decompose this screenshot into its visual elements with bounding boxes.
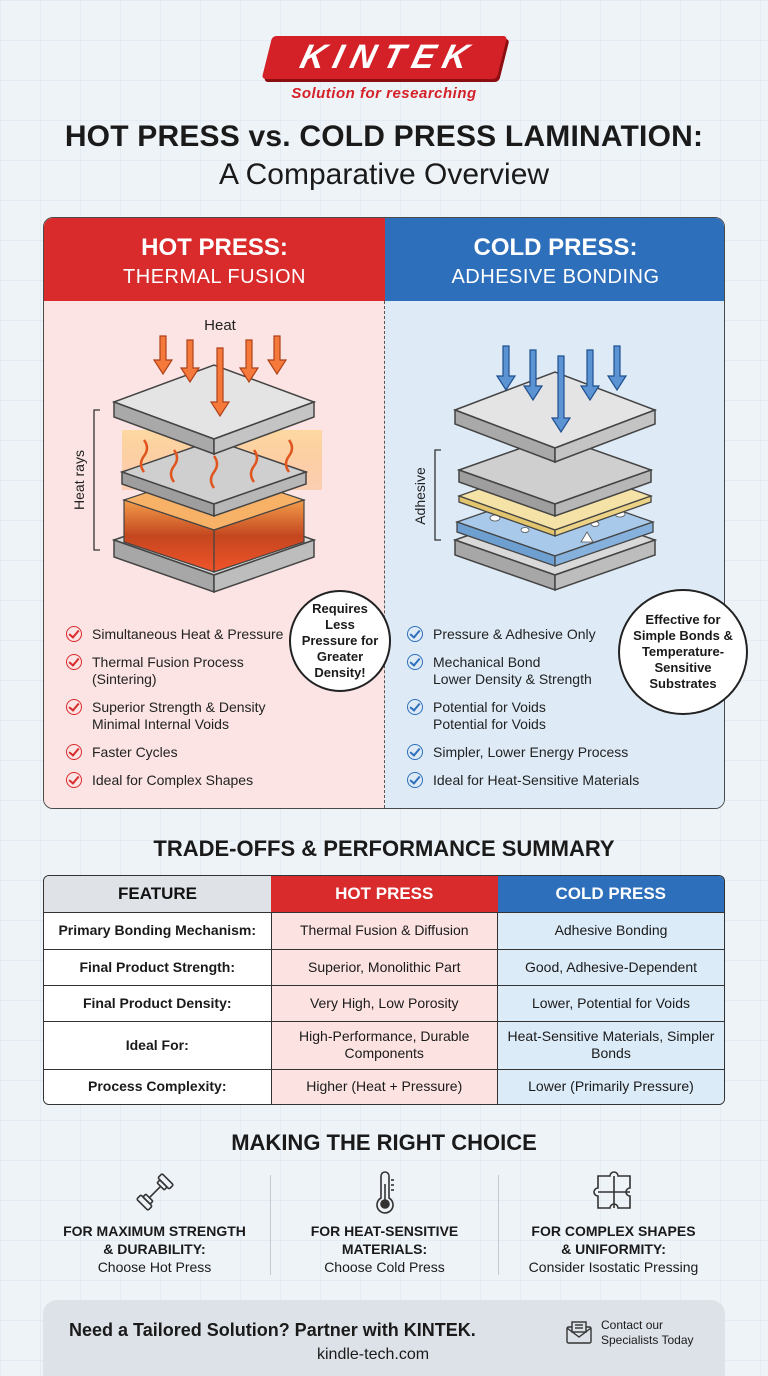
hot-press-heading: HOT PRESS: xyxy=(141,234,288,261)
hot-press-header: HOT PRESS: THERMAL FUSION xyxy=(44,218,385,301)
check-icon xyxy=(407,772,423,788)
choice-divider xyxy=(270,1175,271,1275)
cold-press-points: Pressure & Adhesive Only Mechanical Bond… xyxy=(407,626,716,800)
cold-point: Ideal for Heat-Sensitive Materials xyxy=(407,772,716,789)
cold-press-cell: Adhesive Bonding xyxy=(497,911,724,949)
column-divider xyxy=(384,301,385,808)
tradeoffs-table: FEATURE HOT PRESS COLD PRESS Primary Bon… xyxy=(43,875,725,1105)
feature-cell: Final Product Density: xyxy=(44,984,271,1021)
cold-press-cell: Lower (Primarily Pressure) xyxy=(497,1068,724,1104)
hot-press-cell: Higher (Heat + Pressure) xyxy=(270,1068,498,1104)
hot-point: Thermal Fusion Process(Sintering) xyxy=(66,654,375,688)
feature-cell: Final Product Strength: xyxy=(44,948,271,985)
choice-complex-shapes: FOR COMPLEX SHAPES& UNIFORMITY: Consider… xyxy=(499,1170,728,1280)
heat-label: Heat xyxy=(204,317,237,334)
hot-press-column: HOT PRESS: THERMAL FUSION Heat xyxy=(44,218,385,808)
adhesive-label: Adhesive xyxy=(412,467,428,525)
hot-press-cell: Thermal Fusion & Diffusion xyxy=(270,911,498,949)
choice-title: MAKING THE RIGHT CHOICE xyxy=(231,1130,537,1155)
table-row: Ideal For: High-Performance, Durable Com… xyxy=(44,1020,724,1069)
hot-press-illustration: Heat xyxy=(71,317,322,594)
hot-press-points: Simultaneous Heat & Pressure Thermal Fus… xyxy=(66,626,375,800)
table-row: Final Product Density: Very High, Low Po… xyxy=(44,984,724,1021)
website-link[interactable]: kindle-tech.com xyxy=(317,1346,430,1363)
feature-cell: Process Complexity: xyxy=(44,1068,271,1104)
cold-point: Pressure & Adhesive Only xyxy=(407,626,716,643)
choice-strength: FOR MAXIMUM STRENGTH& DURABILITY: Choose… xyxy=(40,1170,269,1280)
feature-cell: Ideal For: xyxy=(44,1020,271,1069)
choice-section: FOR MAXIMUM STRENGTH& DURABILITY: Choose… xyxy=(40,1170,728,1290)
footer-cta: Need a Tailored Solution? Partner with K… xyxy=(69,1320,476,1340)
table-row: Process Complexity: Higher (Heat + Press… xyxy=(44,1068,724,1104)
hot-press-cell: Superior, Monolithic Part xyxy=(270,948,498,985)
check-icon xyxy=(66,654,82,670)
check-icon xyxy=(407,654,423,670)
table-header-row: FEATURE HOT PRESS COLD PRESS xyxy=(44,876,724,912)
kintek-logo[interactable]: KINTEK xyxy=(261,36,507,79)
heat-rays-label: Heat rays xyxy=(71,450,87,510)
cold-press-cell: Good, Adhesive-Dependent xyxy=(497,948,724,985)
cold-press-cell: Heat-Sensitive Materials, Simpler Bonds xyxy=(497,1020,724,1069)
tradeoffs-title: TRADE-OFFS & PERFORMANCE SUMMARY xyxy=(153,836,615,861)
hot-press-callout: Requires Less Pressure for Greater Densi… xyxy=(289,590,391,692)
hot-press-cell: High-Performance, Durable Components xyxy=(270,1020,498,1069)
cold-press-subheading: ADHESIVE BONDING xyxy=(451,266,660,288)
check-icon xyxy=(407,626,423,642)
cold-point: Simpler, Lower Energy Process xyxy=(407,744,716,761)
check-icon xyxy=(66,744,82,760)
feature-cell: Primary Bonding Mechanism: xyxy=(44,911,271,949)
hot-press-subheading: THERMAL FUSION xyxy=(123,266,306,288)
dumbbell-icon xyxy=(135,1173,174,1211)
hot-point: Ideal for Complex Shapes xyxy=(66,772,375,789)
thermometer-icon xyxy=(375,1171,394,1214)
choice-divider xyxy=(498,1175,499,1275)
hot-point: Faster Cycles xyxy=(66,744,375,761)
column-header-hot-press: HOT PRESS xyxy=(271,876,498,912)
check-icon xyxy=(407,744,423,760)
page-title: HOT PRESS vs. COLD PRESS LAMINATION: xyxy=(64,120,704,153)
hot-press-cell: Very High, Low Porosity xyxy=(270,984,498,1021)
cold-press-column: COLD PRESS: ADHESIVE BONDING xyxy=(385,218,724,808)
check-icon xyxy=(66,699,82,715)
comparison-panel: HOT PRESS: THERMAL FUSION Heat xyxy=(43,217,725,809)
column-header-cold-press: COLD PRESS xyxy=(497,876,724,912)
footer-banner: Need a Tailored Solution? Partner with K… xyxy=(43,1300,725,1376)
hot-point: Simultaneous Heat & Pressure xyxy=(66,626,375,643)
cold-press-callout: Effective for Simple Bonds & Temperature… xyxy=(618,589,748,715)
check-icon xyxy=(66,626,82,642)
check-icon xyxy=(407,699,423,715)
cold-press-cell: Lower, Potential for Voids xyxy=(497,984,724,1021)
check-icon xyxy=(66,772,82,788)
puzzle-icon xyxy=(592,1171,631,1209)
brand-header: KINTEK Solution for researching xyxy=(0,36,768,102)
cold-press-heading: COLD PRESS: xyxy=(473,234,638,261)
page-subtitle: A Comparative Overview xyxy=(218,158,550,191)
table-row: Final Product Strength: Superior, Monoli… xyxy=(44,948,724,985)
envelope-icon xyxy=(566,1321,592,1344)
table-row: Primary Bonding Mechanism: Thermal Fusio… xyxy=(44,911,724,949)
brand-tagline: Solution for researching xyxy=(291,85,477,102)
column-header-feature: FEATURE xyxy=(44,876,271,912)
cold-press-illustration: Adhesive xyxy=(412,345,658,592)
cold-press-header: COLD PRESS: ADHESIVE BONDING xyxy=(385,218,724,301)
